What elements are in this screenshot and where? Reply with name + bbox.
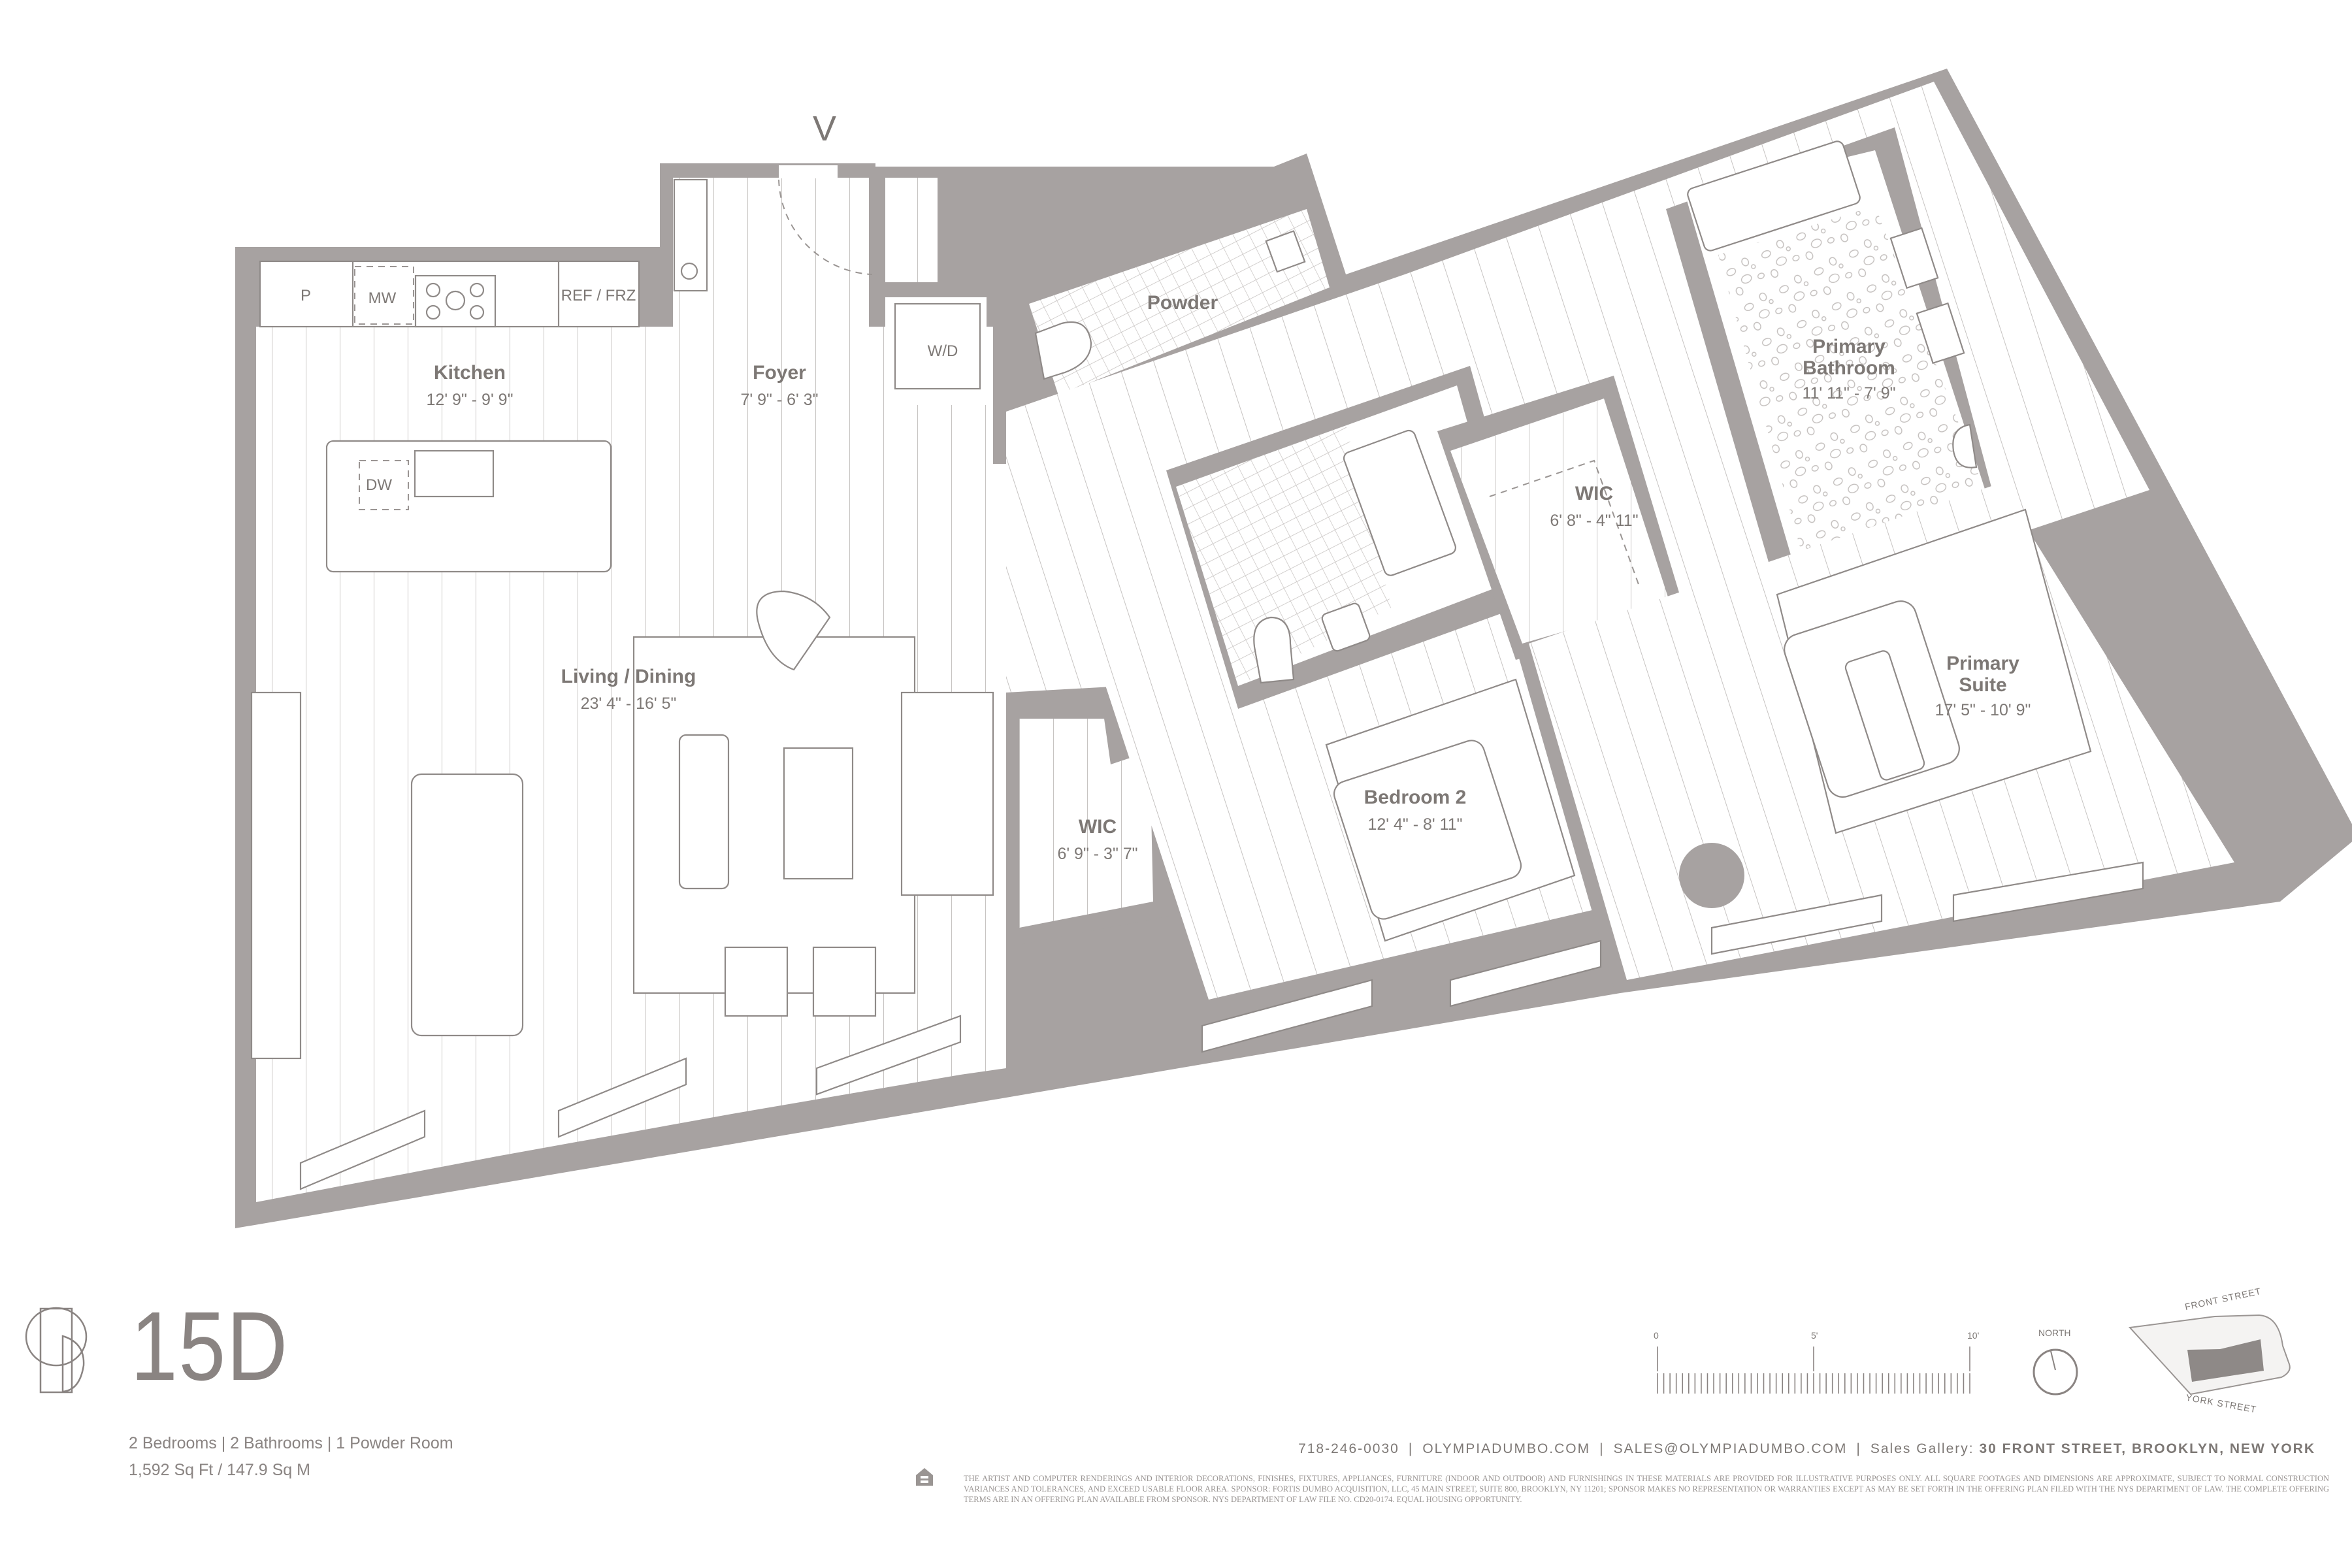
primary-sink-2 — [1916, 302, 1965, 365]
website-link[interactable]: OLYMPIADUMBO.COM — [1422, 1441, 1591, 1456]
scale-bar — [1657, 1347, 1970, 1394]
windows — [299, 861, 2144, 1190]
primary-sink-1 — [1889, 227, 1939, 289]
room-primary-suite-name-2: Suite — [1959, 674, 2006, 696]
phone-link[interactable]: 718-246-0030 — [1298, 1441, 1399, 1456]
entry-marker: V — [813, 109, 836, 148]
armchair-1 — [724, 946, 789, 1017]
washer-dryer-label: W/D — [928, 342, 958, 360]
room-wic1-name: WIC — [1079, 816, 1117, 838]
console — [250, 691, 302, 1060]
primary-toilet — [1952, 423, 1978, 468]
north-arrow-icon — [2033, 1348, 2078, 1396]
contact-bar: 718-246-0030|OLYMPIADUMBO.COM|SALES@OLYM… — [1298, 1441, 2315, 1456]
room-foyer-name: Foyer — [753, 362, 806, 384]
room-kitchen-dim: 12' 9" - 9' 9" — [427, 391, 514, 409]
rug — [632, 636, 916, 994]
microwave-label: MW — [368, 289, 397, 307]
room-primary-suite-name-1: Primary — [1946, 653, 2019, 674]
sales-gallery-label: Sales Gallery: — [1870, 1441, 1974, 1456]
legal-disclaimer: The artist and computer renderings and i… — [964, 1474, 2329, 1504]
sofa — [900, 691, 994, 896]
room-living-dim: 23' 4" - 16' 5" — [581, 694, 677, 713]
pantry-label: P — [301, 287, 311, 304]
sales-gallery-address: 30 FRONT STREET, BROOKLYN, NEW YORK — [1979, 1441, 2315, 1456]
room-powder-name: Powder — [1147, 292, 1218, 314]
north-label: NORTH — [2038, 1328, 2071, 1338]
primary-bathtub — [1687, 140, 1861, 252]
unit-number: 15D — [131, 1291, 289, 1401]
room-primary-bath-name-2: Bathroom — [1803, 357, 1895, 379]
scale-tick-0: 0 — [1654, 1330, 1659, 1341]
washer-dryer — [894, 302, 981, 390]
room-foyer-dim: 7' 9" - 6' 3" — [740, 391, 818, 409]
room-kitchen-name: Kitchen — [434, 362, 506, 384]
room-primary-suite-dim: 17' 5" - 10' 9" — [1935, 701, 2031, 719]
key-plan — [2128, 1314, 2291, 1396]
sofa-bench — [678, 734, 730, 890]
room-living-name: Living / Dining — [561, 666, 696, 687]
toilet-2 — [1253, 616, 1295, 684]
email-link[interactable]: SALES@OLYMPIADUMBO.COM — [1613, 1441, 1848, 1456]
room-primary-bath-dim: 11' 11" - 7' 9" — [1802, 384, 1895, 402]
closet-shelf — [673, 178, 708, 292]
kitchen-island — [325, 440, 612, 573]
bathtub-2 — [1343, 429, 1456, 576]
room-primary-bath-name-1: Primary — [1812, 336, 1886, 357]
fridge-label: REF / FRZ — [561, 287, 636, 304]
dishwasher-label: DW — [366, 476, 392, 494]
bench — [1844, 650, 1925, 781]
brand-logo-icon — [25, 1307, 88, 1394]
scale-tick-10: 10' — [1967, 1330, 1980, 1341]
room-wic2-dim: 6' 8" - 4" 11" — [1550, 512, 1638, 530]
round-table — [1679, 843, 1744, 908]
scale-tick-5: 5' — [1811, 1330, 1818, 1341]
lounge-chair — [756, 590, 831, 671]
room-bedroom2-name: Bedroom 2 — [1364, 787, 1467, 808]
dining-table — [410, 773, 524, 1037]
room-wic1-dim: 6' 9" - 3" 7" — [1057, 845, 1137, 863]
coffee-table — [783, 747, 854, 880]
powder-sink — [1265, 230, 1306, 273]
sink-2 — [1321, 602, 1371, 652]
powder-toilet — [1034, 321, 1092, 380]
room-wic2-name: WIC — [1575, 483, 1613, 504]
equal-housing-icon — [916, 1468, 933, 1486]
room-bedroom2-dim: 12' 4" - 8' 11" — [1368, 815, 1463, 834]
unit-summary: 2 Bedrooms | 2 Bathrooms | 1 Powder Room — [129, 1434, 453, 1452]
unit-area: 1,592 Sq Ft / 147.9 Sq M — [129, 1461, 310, 1479]
cooktop — [414, 274, 497, 328]
armchair-2 — [812, 946, 877, 1017]
